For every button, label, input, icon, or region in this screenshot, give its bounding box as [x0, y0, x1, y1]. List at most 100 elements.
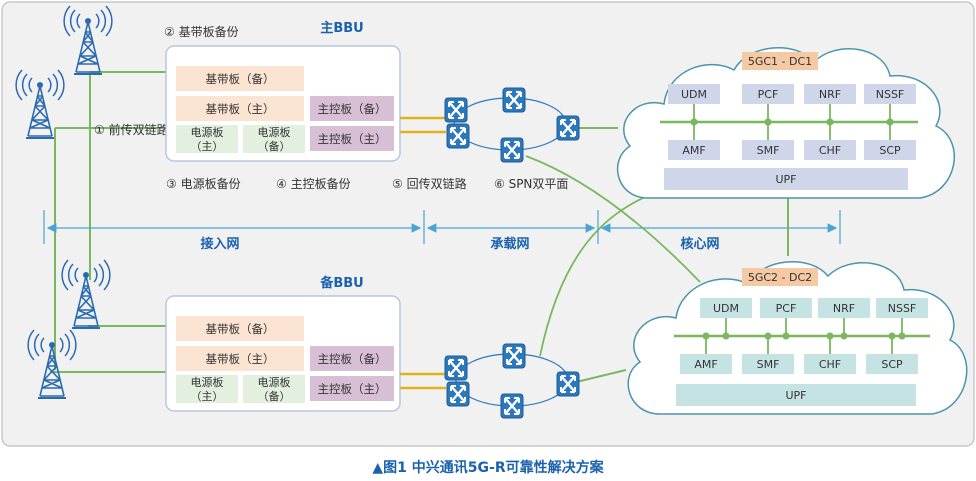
nf-box-chf	[804, 140, 856, 160]
dc1-label: 5GC1 - DC1	[748, 55, 812, 68]
bbu-main-power-standby	[243, 125, 305, 153]
bbu-main-control-active-label: 主控板（主）	[318, 132, 387, 146]
nf-label-smf: SMF	[757, 144, 780, 157]
nf-box-smf	[742, 140, 794, 160]
dc1-network-functions: UDM PCF NRF NSSF AMF SMF CHF SCP	[668, 84, 916, 160]
nf-box-nrf	[804, 84, 856, 104]
nf-box-pcf	[742, 84, 794, 104]
nf-label-udm: UDM	[713, 302, 739, 315]
nf-bus-node-icon	[840, 332, 848, 340]
nf-box-nssf	[864, 84, 916, 104]
spn-router-icon	[555, 114, 581, 142]
nf-box-chf	[804, 354, 856, 374]
nf-label-scp: SCP	[879, 144, 901, 157]
nf-box-amf	[680, 354, 732, 374]
figure-caption: ▲图1 中兴通讯5G-R可靠性解决方案	[372, 459, 604, 476]
nf-box-scp	[866, 354, 918, 374]
dc1-label-box	[742, 52, 818, 70]
bbu-main-baseband-standby	[176, 66, 304, 91]
dc2-label-box	[742, 268, 818, 286]
bbu-main-control-active	[310, 126, 394, 151]
nf-label-amf: AMF	[682, 144, 705, 157]
bbu-backup-power-active	[176, 375, 238, 403]
spn-router-icon	[445, 122, 471, 150]
dc2-upf-box	[676, 384, 916, 406]
spn-router-icon	[443, 354, 469, 382]
bbu-main-control-standby	[310, 96, 394, 121]
dc2-label: 5GC2 - DC2	[748, 271, 812, 284]
bbu-backup-baseband-active	[176, 346, 304, 371]
zone-transport-label: 承载网	[490, 236, 529, 252]
bbu-backup-power-standby-label: 电源板	[258, 375, 291, 389]
spn-router-icon	[445, 380, 471, 408]
nf-label-pcf: PCF	[758, 88, 779, 101]
fronthaul-links	[50, 71, 168, 373]
nf-label-udm: UDM	[681, 88, 707, 101]
nf-label-chf: CHF	[819, 144, 841, 157]
nf-label-nssf: NSSF	[888, 302, 917, 315]
nf-bus-node-icon	[826, 332, 834, 340]
nf-label-amf: AMF	[694, 358, 717, 371]
annotation-fronthaul-dual-link: ① 前传双链路	[94, 122, 169, 137]
nf-bus-node-icon	[782, 332, 790, 340]
bbu-main-control-standby-label: 主控板（备）	[318, 102, 387, 116]
annotation-backhaul-dual-link: ⑤ 回传双链路	[392, 176, 467, 191]
annotation-spn-dual-plane: ⑥ SPN双平面	[494, 177, 568, 191]
nf-box-scp	[864, 140, 916, 160]
bbu-backup-baseband-standby-label: 基带板（备）	[206, 322, 275, 336]
annotation-power-backup: ③ 电源板备份	[166, 177, 241, 191]
spn-router-icon	[501, 86, 527, 114]
bbu-main-power-active	[176, 125, 238, 153]
nf-bus-node-icon	[702, 332, 710, 340]
bbu-backup-power-active-label: 电源板	[191, 375, 224, 389]
bbu-main-title: 主BBU	[320, 20, 363, 36]
nf-box-smf	[742, 354, 794, 374]
nf-bus-node-icon	[764, 332, 772, 340]
nf-box-pcf	[760, 298, 812, 318]
spn-router-icon	[501, 342, 527, 370]
nf-label-smf: SMF	[757, 358, 780, 371]
bbu-backup-control-standby	[310, 346, 394, 371]
nf-bus-node-icon	[690, 118, 698, 126]
bbu-backup-power-standby	[243, 375, 305, 403]
nf-bus-node-icon	[826, 118, 834, 126]
nf-box-udm	[668, 84, 720, 104]
bbu-main-baseband-active-label: 基带板（主）	[206, 102, 275, 116]
dc1-upf-box	[664, 168, 908, 190]
nf-label-nrf: NRF	[833, 302, 855, 315]
spn-router-icon	[499, 136, 525, 164]
bbu-main-baseband-active	[176, 96, 304, 121]
zone-core-label: 核心网	[680, 236, 719, 252]
spn-router-icon	[443, 96, 469, 124]
cross-link-upper-to-dc2	[525, 155, 701, 283]
annotation-baseband-backup: ② 基带板备份	[164, 25, 239, 39]
nf-label-scp: SCP	[881, 358, 903, 371]
nf-bus-node-icon	[764, 118, 772, 126]
zone-divider-arrows	[43, 210, 841, 244]
nf-box-amf	[668, 140, 720, 160]
bbu-backup-control-standby-label: 主控板（备）	[318, 352, 387, 366]
nf-bus-node-icon	[888, 332, 896, 340]
bbu-backup-power-active-state: （主）	[191, 390, 224, 403]
backhaul-links	[400, 116, 446, 390]
bbu-backup-power-standby-state: （备）	[258, 389, 291, 403]
bbu-main-power-active-label: 电源板	[191, 125, 224, 139]
bbu-backup-baseband-standby	[176, 316, 304, 341]
bbu-backup-control-active	[310, 376, 394, 401]
bbu-backup-title: 备BBU	[319, 275, 363, 291]
zone-access-label: 接入网	[200, 236, 239, 252]
nf-box-nrf	[818, 298, 870, 318]
nf-label-nssf: NSSF	[876, 88, 905, 101]
bbu-main-power-standby-label: 电源板	[258, 125, 291, 139]
spn-router-icon	[555, 370, 581, 398]
spn-router-icon	[499, 392, 525, 420]
nf-bus-node-icon	[898, 332, 906, 340]
bbu-backup-control-active-label: 主控板（主）	[318, 382, 387, 396]
bbu-main-baseband-standby-label: 基带板（备）	[206, 72, 275, 86]
bbu-main-power-active-state: （主）	[191, 140, 224, 153]
nf-box-udm	[700, 298, 752, 318]
nf-label-nrf: NRF	[819, 88, 841, 101]
dc1-upf-label: UPF	[775, 173, 796, 186]
